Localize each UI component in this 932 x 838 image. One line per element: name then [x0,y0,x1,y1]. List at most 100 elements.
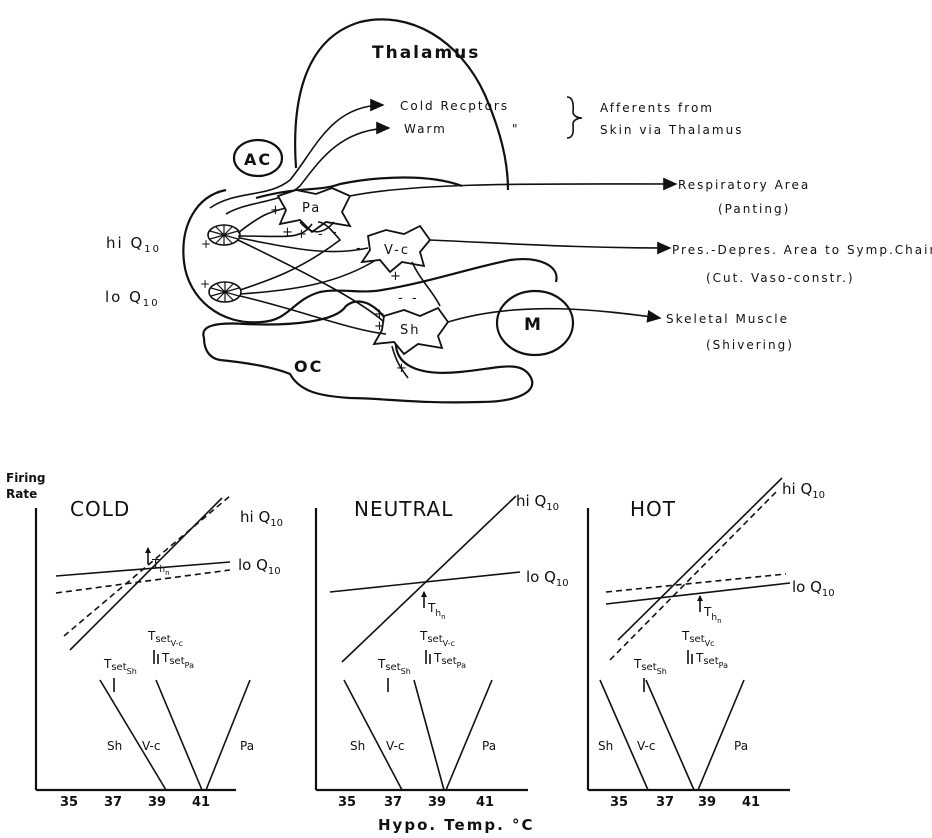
vc-efferent-arrow [430,240,670,248]
sh-effector-line [100,680,166,790]
hi-q10-neuron-cluster [208,225,240,245]
thn-subsubscript: n [441,613,445,621]
afferents-line-2: Skin via Thalamus [600,123,743,137]
chart-title: COLD [70,497,130,521]
panting-label: (Panting) [718,202,790,216]
y-axis-label-line-2: Rate [6,487,37,501]
afferents-line-1: Afferents from [600,101,714,115]
charts: Firing Rate COLD hi Q10 lo Q10ThnTsetSh Tse… [6,471,835,834]
tset-subscript: set [169,656,184,667]
pa-neuron-label: Pa [302,201,321,216]
sh-minus-2: - [412,291,417,306]
tset-vc-label: TsetVc [681,629,715,648]
tset-subscript: set [155,634,170,645]
tset-sh-label: TsetSh [377,657,411,676]
x-tick-label: 37 [656,795,674,810]
thn-label: Thn [427,601,446,621]
pa-plus: + [270,203,281,218]
x-tick-label: 39 [698,795,716,810]
q10-subscript: 10 [812,490,825,501]
lo-q10-neuron-cluster [209,282,241,302]
lo-q10-line [56,562,230,576]
tset-subscript: set [441,656,456,667]
thn-arrowhead [697,595,703,601]
hi-q10-line-label: hi Q10 [516,492,559,513]
vc-line-label: V-c [637,739,655,753]
pres-depres-label: Pres.-Depres. Area to Symp.Chain [672,243,932,257]
y-axis-label-line-1: Firing [6,471,45,485]
tset-pa-label: TsetPa [695,651,728,670]
q10-subscript: 10 [546,502,559,513]
tset-pa-label: TsetPa [161,651,194,670]
vc-effector-line [414,680,444,790]
resp-area-label: Respiratory Area [678,178,810,192]
sh-effector-line [344,680,402,790]
tset-pa-subscript: Pa [457,661,466,670]
pa-effector-line [206,680,250,790]
tset-subscript: set [689,634,704,645]
x-tick-label: 37 [104,795,122,810]
tset-subscript: set [703,656,718,667]
tset-sh-subscript: Sh [127,667,137,676]
sh-effector-line [600,680,648,790]
x-tick-label: 41 [476,795,494,810]
lo-q10-line [330,572,520,592]
tset-sh-subscript: Sh [401,667,411,676]
vc-effector-line [646,680,694,790]
sh-line-label: Sh [107,739,122,753]
ditto-mark: " [512,122,518,136]
lo-q10-plus: + [200,277,210,291]
x-tick-label: 41 [742,795,760,810]
shivering-label: (Shivering) [706,338,794,352]
sh-efferent-arrow [448,309,660,322]
pa-minus: - [318,227,323,242]
ac-label: AC [244,150,272,169]
tset-vc-subscript: Vc [705,639,715,648]
thn-arrowhead [421,591,427,597]
vc-minus: - [356,241,361,256]
brain-diagram: Thalamus AC Cold Recptors Warm " Afferen… [105,19,932,402]
lo-q10-line-label: lo Q10 [526,568,569,589]
vaso-constr-label: (Cut. Vaso-constr.) [706,271,855,285]
pa-plus-2: + [282,225,293,240]
sh-line-label: Sh [598,739,613,753]
cold-receptors-label: Cold Recptors [400,99,509,113]
vc-plus: + [390,269,401,284]
pa-effector-line [698,680,744,790]
x-tick-label: 39 [428,795,446,810]
tset-vc-subscript: V-c [171,639,183,648]
x-axis-label: Hypo. Temp. °C [378,816,535,834]
pa-line-label: Pa [482,739,496,753]
vc-effector-line [156,680,202,790]
lo-q10-label: lo Q10 [105,288,160,309]
tset-pa-label: TsetPa [433,651,466,670]
tset-vc-subscript: V-c [443,639,455,648]
vc-line-label: V-c [142,739,160,753]
hi-q10-label: hi Q10 [106,234,161,255]
oc-outline [203,302,532,403]
tset-sh-label: TsetSh [633,657,667,676]
tset-subscript: set [111,662,126,673]
tset-subscript: set [385,662,400,673]
tset-subscript: set [427,634,442,645]
m-label: M [524,315,543,335]
vc-line-label: V-c [386,739,404,753]
afferents-brace [567,97,582,138]
pa-plus-3: + [296,227,307,242]
pa-minus-2: - [332,225,337,240]
vc-neuron-label: V-c [384,243,410,258]
thn-subsubscript: n [717,617,721,625]
oc-label: OC [294,357,323,376]
x-tick-label: 41 [192,795,210,810]
pa-line-label: Pa [734,739,748,753]
lo-q10-dashed-line [606,574,786,592]
tset-subscript: set [641,662,656,673]
tset-sh-subscript: Sh [657,667,667,676]
thn-label: Thn [703,605,722,625]
hi-q10-line-label: hi Q10 [782,480,825,501]
tset-vc-label: TsetV-c [147,629,183,648]
